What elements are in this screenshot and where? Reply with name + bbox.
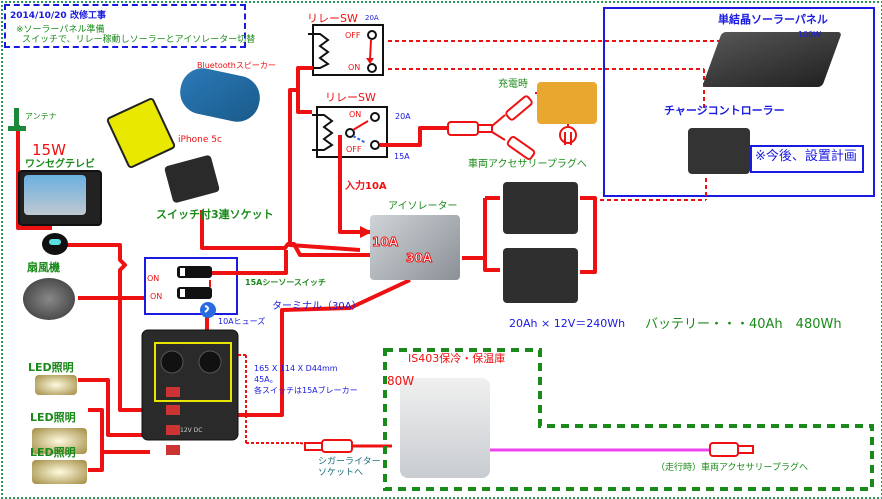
solar-panel-title: 単結晶ソーラーパネル <box>718 13 828 26</box>
led-label-2: LED照明 <box>30 411 76 424</box>
isolator-out-rating: 30A <box>406 251 433 265</box>
cooler-title: IS403保冷・保温庫 <box>408 352 506 365</box>
header-date: 2014/10/20 <box>10 11 67 21</box>
iphone-label: iPhone 5c <box>178 135 222 145</box>
battery-1-image <box>503 182 578 234</box>
tv-power-label: 15W <box>32 141 66 159</box>
tv-power-indicator <box>49 239 61 245</box>
switch-panel <box>141 329 239 441</box>
header-note-line2: スイッチで、リレー稼動しソーラーとアイソレーター切替 <box>22 35 256 45</box>
driving-plug-body <box>709 442 739 457</box>
header-title: 改修工事 <box>70 11 107 21</box>
outlet-plug-icon <box>559 126 577 144</box>
relay1-title: リレーSW <box>307 12 358 25</box>
relay1-rating: 20A <box>365 14 379 22</box>
tv-screen <box>24 175 86 215</box>
antenna-label: アンテナ <box>25 112 57 121</box>
seesaw-label: 15Aシーソースイッチ <box>245 278 326 287</box>
relay2-on-label: ON <box>349 110 362 119</box>
seesaw-on1-label: ON <box>147 274 160 283</box>
relay2-title: リレーSW <box>325 91 376 104</box>
led-light-2-image <box>32 428 87 454</box>
cigar-label-line2: ソケットへ <box>318 468 364 478</box>
cigar-plug-tip <box>304 442 323 451</box>
seesaw-switch-2 <box>177 287 212 299</box>
relay1-on-label: ON <box>348 63 361 72</box>
relay2-off-label: OFF <box>346 145 362 154</box>
seesaw-switch-1 <box>177 266 212 278</box>
led-label-3: LED照明 <box>30 446 76 459</box>
solar-panel-image <box>701 32 843 87</box>
isolator-title: アイソレーター <box>388 201 458 212</box>
isolator-in-rating: 10A <box>372 235 399 249</box>
charge-controller-label: チャージコントローラー <box>664 104 785 117</box>
relay2-rating-top: 20A <box>395 112 411 121</box>
header-note-line1: ※ソーラーパネル準備 <box>16 25 105 35</box>
fan-label: 扇風機 <box>27 261 60 274</box>
panel-plate: 12V DC <box>180 427 203 434</box>
header-note-box <box>4 4 246 48</box>
battery-total: バッテリー・・・40Ah 480Wh <box>645 317 842 332</box>
led-light-1-image <box>35 375 77 395</box>
cooler-image <box>400 378 490 478</box>
seesaw-on2-label: ON <box>150 292 163 301</box>
bluetooth-label: Bluetoothスピーカー <box>197 61 276 70</box>
antenna-icon <box>14 108 19 130</box>
led-label-1: LED照明 <box>28 361 74 374</box>
socket-label: スイッチ付3連ソケット <box>156 208 274 221</box>
isolator-input-label: 入力10A <box>345 181 387 192</box>
battery-2-image <box>503 248 578 303</box>
accessory-plug-label: 車両アクセサリープラグへ <box>468 159 587 170</box>
solar-box <box>603 7 875 197</box>
panel-dims: 165 X 114 X D44mm <box>254 364 338 373</box>
relay1-coil-icon <box>308 33 330 69</box>
relay2-coil-icon <box>312 114 334 151</box>
fuse-label: 10Aヒューズ <box>218 317 266 326</box>
cooler-dashed-box <box>383 348 874 491</box>
charging-label: 充電時 <box>498 79 528 90</box>
cigar-plug-body <box>321 439 353 453</box>
panel-amps: 45A。 <box>254 375 278 384</box>
relay1-off-label: OFF <box>345 31 361 40</box>
led-light-3-image <box>32 460 87 484</box>
charger-image <box>537 82 597 124</box>
relay2-rating-bottom: 15A <box>394 152 410 161</box>
cigar-label-line1: シガーライター <box>318 457 381 467</box>
plug-body <box>447 121 479 136</box>
fan-image <box>23 278 75 320</box>
battery-spec: 20Ah × 12V＝240Wh <box>509 317 626 330</box>
future-note: ※今後、設置計画 <box>755 149 857 164</box>
panel-breakers: 各スイッチは15Aブレーカー <box>254 386 358 395</box>
cooler-power: 80W <box>387 374 415 388</box>
isolator-image <box>370 215 460 280</box>
solar-panel-power: 100W <box>798 30 822 39</box>
driving-plug-label: （走行時）車両アクセサリープラグへ <box>656 463 809 473</box>
tv-label: ワンセグテレビ <box>25 159 95 170</box>
future-note-box <box>750 145 864 173</box>
charge-controller-image <box>688 128 750 174</box>
terminal-label: ターミナル（30A） <box>272 301 362 312</box>
